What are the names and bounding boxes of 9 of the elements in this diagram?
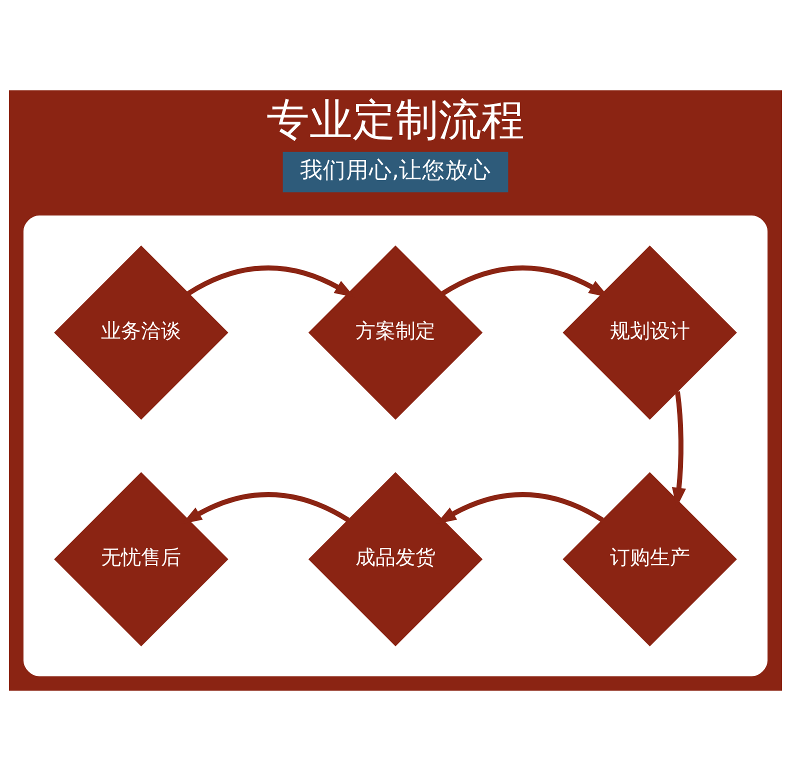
- node-diamond: 规划设计: [562, 245, 736, 420]
- label: 我们用心,让您放心: [299, 158, 491, 184]
- diagram-title: 专业定制流程: [266, 96, 524, 146]
- node-diamond: 业务洽谈: [54, 245, 228, 420]
- cluster: [22, 216, 768, 676]
- node-diamond: 成品发货: [308, 472, 482, 646]
- node-diamond: 方案制定: [308, 245, 482, 420]
- node-diamond: 无忧售后: [54, 472, 228, 646]
- node-diamond: 订购生产: [562, 472, 736, 646]
